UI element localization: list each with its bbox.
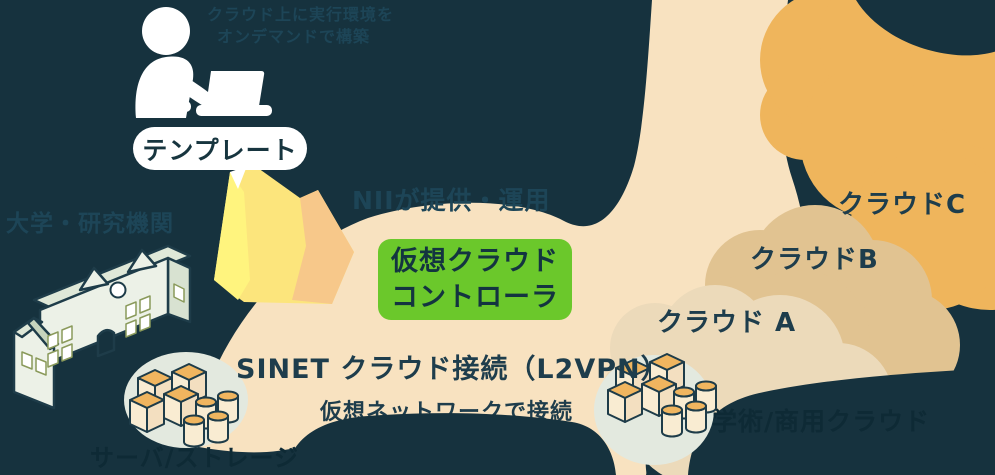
network-sub-note: 仮想ネットワークで接続 [320,400,574,425]
campus-resources-note: サーバ/ストレージ [90,444,300,472]
cloud-b-label: クラウドB [750,245,879,275]
virtual-cloud-controller-box: 仮想クラウド コントローラ [378,239,572,320]
template-label: テンプレート [142,135,298,165]
template-badge: テンプレート [133,127,307,170]
deploy-arrow-icon [214,166,354,304]
controller-provider-note: NIIが提供・運用 [352,186,551,215]
server-storage-cluster-icon-left [124,352,248,448]
top-right-navy-wedge [856,0,995,56]
cloud-type-note: 学術/商用クラウド [712,407,931,436]
cloud-c-label: クラウドC [838,190,967,220]
sinet-l2vpn-label: SINET クラウド接続（L2VPN） [236,354,669,385]
school-building-icon [12,244,192,410]
campus-label: 大学・研究機関 [6,211,174,237]
cloud-a-label: クラウド A [657,308,797,338]
researcher-note-line1: クラウド上に実行環境を [207,5,395,24]
virtual-cloud-controller-label: 仮想クラウド コントローラ [391,246,559,313]
researcher-note-line2: オンデマンドで構築 [217,27,371,46]
laptop-icon [196,71,272,116]
